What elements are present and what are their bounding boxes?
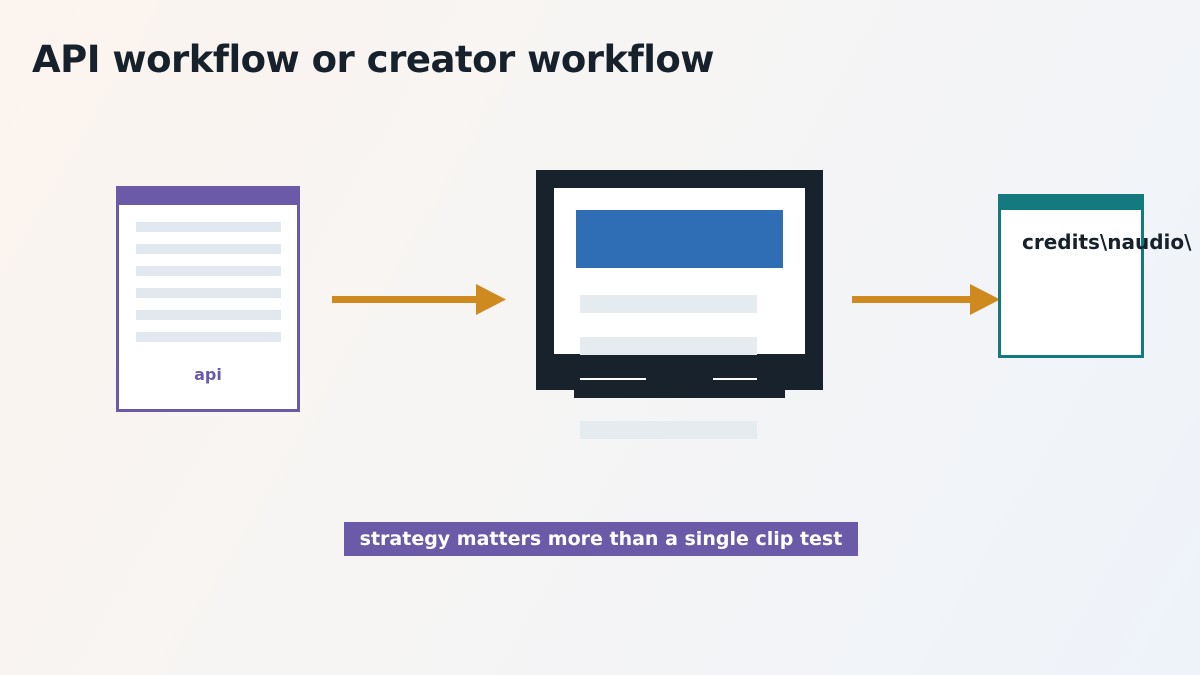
document-text-line <box>136 266 281 276</box>
output-header-bar <box>1001 197 1141 210</box>
monitor-screen-banner <box>576 210 783 268</box>
monitor-stand <box>574 390 785 398</box>
source-document-node: api <box>116 186 300 412</box>
document-text-line <box>136 310 281 320</box>
output-node-label: credits\naudio\ <box>1022 230 1192 254</box>
page-title: API workflow or creator workflow <box>32 38 714 81</box>
monitor-bezel-line <box>580 378 646 380</box>
monitor-screen-bar <box>580 337 757 355</box>
caption-banner: strategy matters more than a single clip… <box>344 522 858 556</box>
flow-arrow-processor-to-output <box>852 284 1000 315</box>
document-text-line <box>136 332 281 342</box>
flow-arrow-source-to-processor <box>332 284 506 315</box>
document-text-line <box>136 222 281 232</box>
monitor-screen-bar <box>580 295 757 313</box>
output-label-clip: credits\naudio\ <box>998 194 1200 274</box>
output-node <box>998 194 1144 358</box>
monitor-bezel-line <box>713 378 757 380</box>
document-text-line <box>136 288 281 298</box>
document-header-bar <box>119 189 297 205</box>
monitor-reflection-bar <box>580 421 757 439</box>
document-text-line <box>136 244 281 254</box>
source-node-label: api <box>194 365 222 384</box>
